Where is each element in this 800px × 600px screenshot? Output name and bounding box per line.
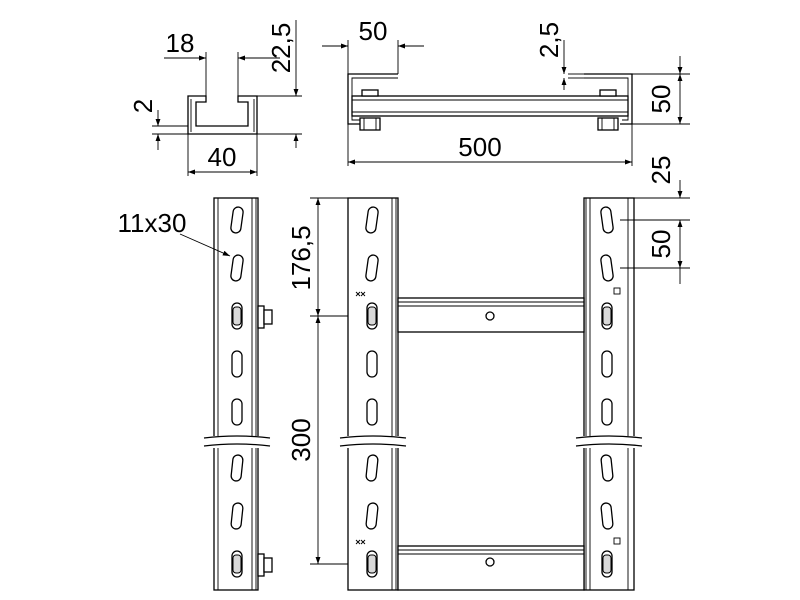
slot-hole [230, 206, 244, 234]
bolt-head [232, 554, 242, 574]
dim-rung-thickness: 2,5 [534, 22, 564, 58]
slot-hole [230, 254, 244, 282]
dim-rung-lip: 50 [359, 16, 388, 46]
dim-channel-wall-thickness: 2 [128, 99, 158, 113]
slot-hole [231, 550, 243, 578]
slot-hole [231, 350, 243, 378]
dim-rung-first-offset: 176,5 [286, 225, 316, 290]
slot-hole [230, 454, 244, 482]
slot-hole [366, 302, 378, 330]
dim-ladder-width: 500 [458, 132, 501, 162]
slot-hole [600, 206, 614, 234]
slot-hole [365, 502, 379, 530]
slot-hole [601, 350, 613, 378]
dim-top-offset: 25 [646, 156, 676, 185]
slot-hole [231, 302, 243, 330]
slot-hole [600, 502, 614, 530]
slot-hole [230, 502, 244, 530]
bolt-head [602, 554, 612, 574]
slot-hole [366, 398, 378, 426]
slot-hole [601, 550, 613, 578]
label-slot-size: 11x30 [118, 208, 187, 238]
dim-rung-spacing: 300 [286, 418, 316, 461]
slot-hole [366, 550, 378, 578]
ladder-front-view: 176,5 300 25 50 [286, 156, 690, 591]
dim-channel-outer-width: 40 [208, 142, 237, 172]
slot-hole [600, 254, 614, 282]
slot-hole [601, 398, 613, 426]
bolt-head [367, 554, 377, 574]
dim-channel-lip-height: 22,5 [266, 23, 296, 74]
slot-hole [365, 254, 379, 282]
slot-hole [231, 398, 243, 426]
bolt-head [367, 306, 377, 326]
bolt-head [232, 306, 242, 326]
rung-section-view: 50 500 2,5 50 [322, 16, 690, 166]
channel-cross-section: 18 40 22,5 2 [128, 20, 302, 176]
dim-channel-inner-width: 18 [166, 28, 195, 58]
bolt-head [602, 306, 612, 326]
slot-hole [601, 302, 613, 330]
dim-rung-height: 50 [646, 85, 676, 114]
slot-hole [366, 350, 378, 378]
side-rail-view: 11x30 [118, 197, 274, 591]
slot-hole [365, 206, 379, 234]
slot-hole [600, 454, 614, 482]
slot-hole [365, 454, 379, 482]
dim-slot-pitch: 50 [646, 230, 676, 259]
